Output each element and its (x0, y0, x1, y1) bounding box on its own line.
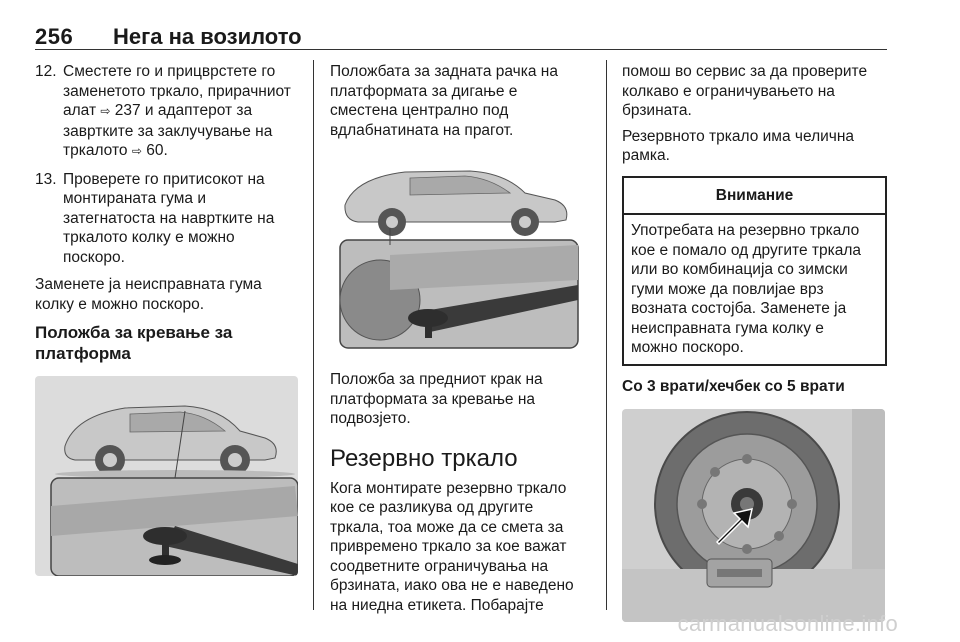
paragraph: помош во сервис за да проверите колкаво … (622, 62, 887, 121)
list-item-12: 12. Сместете го и прицврстете го заменет… (35, 62, 303, 162)
text-line: монтираната гума и (63, 190, 206, 207)
caution-box: Внимание Употребата на резервно тркало к… (622, 175, 887, 366)
list-number: 12. (35, 63, 57, 80)
text-line: возната состојба. Заменете ја (631, 300, 847, 317)
text-line: Резервното тркало има челична (622, 127, 855, 145)
text-line: завртките за заклучување на (63, 122, 273, 140)
page-header: 256 Нега на возилото (35, 20, 887, 50)
text-line: вдлабнатината на прагот. (330, 121, 514, 139)
rear-lift-point-illustration (35, 376, 298, 576)
text-line: Употребата на резервно тркало (631, 222, 860, 239)
text-line: Сместете го и прицврстете го (63, 63, 276, 80)
header-rule (35, 49, 887, 50)
page-number: 256 (35, 24, 74, 49)
text-line: колкаво е ограничувањето на (622, 82, 835, 100)
text-line: рамка. (622, 147, 670, 164)
heading-spare-wheel: Резервно тркало (330, 444, 518, 472)
subheading-lift-position: Положба за кревање за платформа (35, 323, 233, 363)
text-line: кое се разликува од другите (330, 499, 534, 516)
text-line: неисправната гума колку е (631, 319, 824, 337)
text-line: Положба за предниот крак на (330, 371, 543, 388)
text-line: тркалото ⇨ 60. (63, 142, 168, 159)
text-line: или во комбинација со зимски (631, 261, 848, 278)
watermark: carmanualsonline.info (677, 611, 898, 636)
page-ref-icon[interactable]: ⇨ (100, 104, 111, 118)
text-line: подвозјето. (330, 410, 411, 427)
page-ref-icon[interactable]: ⇨ (131, 144, 142, 158)
list-item-13: 13. Проверете го притисокот на монтирана… (35, 170, 303, 268)
text-line: Положбата за задната рачка на (330, 63, 558, 80)
text-line: сместена централно под (330, 102, 509, 119)
caution-title: Внимание (624, 178, 885, 215)
text-line: помош во сервис за да проверите (622, 63, 868, 80)
column-2: Положбата за задната рачка на платформат… (330, 62, 595, 615)
text-line: гуми може да повлијае врз (631, 280, 824, 298)
spare-wheel-well-illustration (622, 408, 885, 622)
text-line: брзината, иако ова не е наведено (330, 577, 574, 594)
text-line: поскоро. (63, 248, 125, 266)
text-line: кое е помало од другите тркала (631, 241, 862, 259)
paragraph: Положбата за задната рачка на платформат… (330, 62, 595, 140)
text-line: Кога монтирате резервно тркало (330, 479, 567, 497)
paragraph: Резервното тркало има челична рамка. (622, 127, 887, 166)
column-1: 12. Сместете го и прицврстете го заменет… (35, 62, 303, 576)
paragraph: Положба за предниот крак на платформата … (330, 370, 595, 429)
text-line: платформата за кревање на (330, 390, 536, 408)
text-line: Заменете ја неисправната гума (35, 276, 262, 293)
subheading-door-variant: Со 3 врати/хечбек со 5 врати (622, 377, 845, 395)
column-3: помош во сервис за да проверите колкаво … (622, 62, 887, 622)
text-line: затегнатоста на навртките на (63, 209, 275, 227)
text-line: на ниедна етикета. Побарајте (330, 596, 544, 614)
text-line: Проверете го притисокот на (63, 170, 265, 188)
section-title: Нега на возилото (113, 24, 302, 49)
text-line: можно поскоро. (631, 339, 744, 356)
text-line: тркала, тоа може да се смета за (330, 518, 564, 536)
paragraph: Заменете ја неисправната гума колку е мо… (35, 275, 303, 314)
column-divider (606, 60, 607, 610)
text-line: алат ⇨ 237 и адаптерот за (63, 102, 253, 119)
text-line: заменетото тркало, прирачниот (63, 82, 291, 100)
text-line: колку е можно поскоро. (35, 295, 205, 313)
text-line: тркалото колку е можно (63, 229, 235, 246)
text-line: привремено тркало за кое важат (330, 538, 567, 555)
column-divider (313, 60, 314, 610)
text-line: платформата за дигање е (330, 82, 518, 100)
list-number: 13. (35, 170, 57, 188)
text-line: брзината. (622, 102, 692, 119)
paragraph: Кога монтирате резервно тркало кое се ра… (330, 479, 595, 616)
front-lift-point-illustration (330, 160, 580, 360)
caution-body: Употребата на резервно тркало кое е пома… (624, 215, 885, 364)
text-line: соодветните ограничувања на (330, 557, 549, 575)
